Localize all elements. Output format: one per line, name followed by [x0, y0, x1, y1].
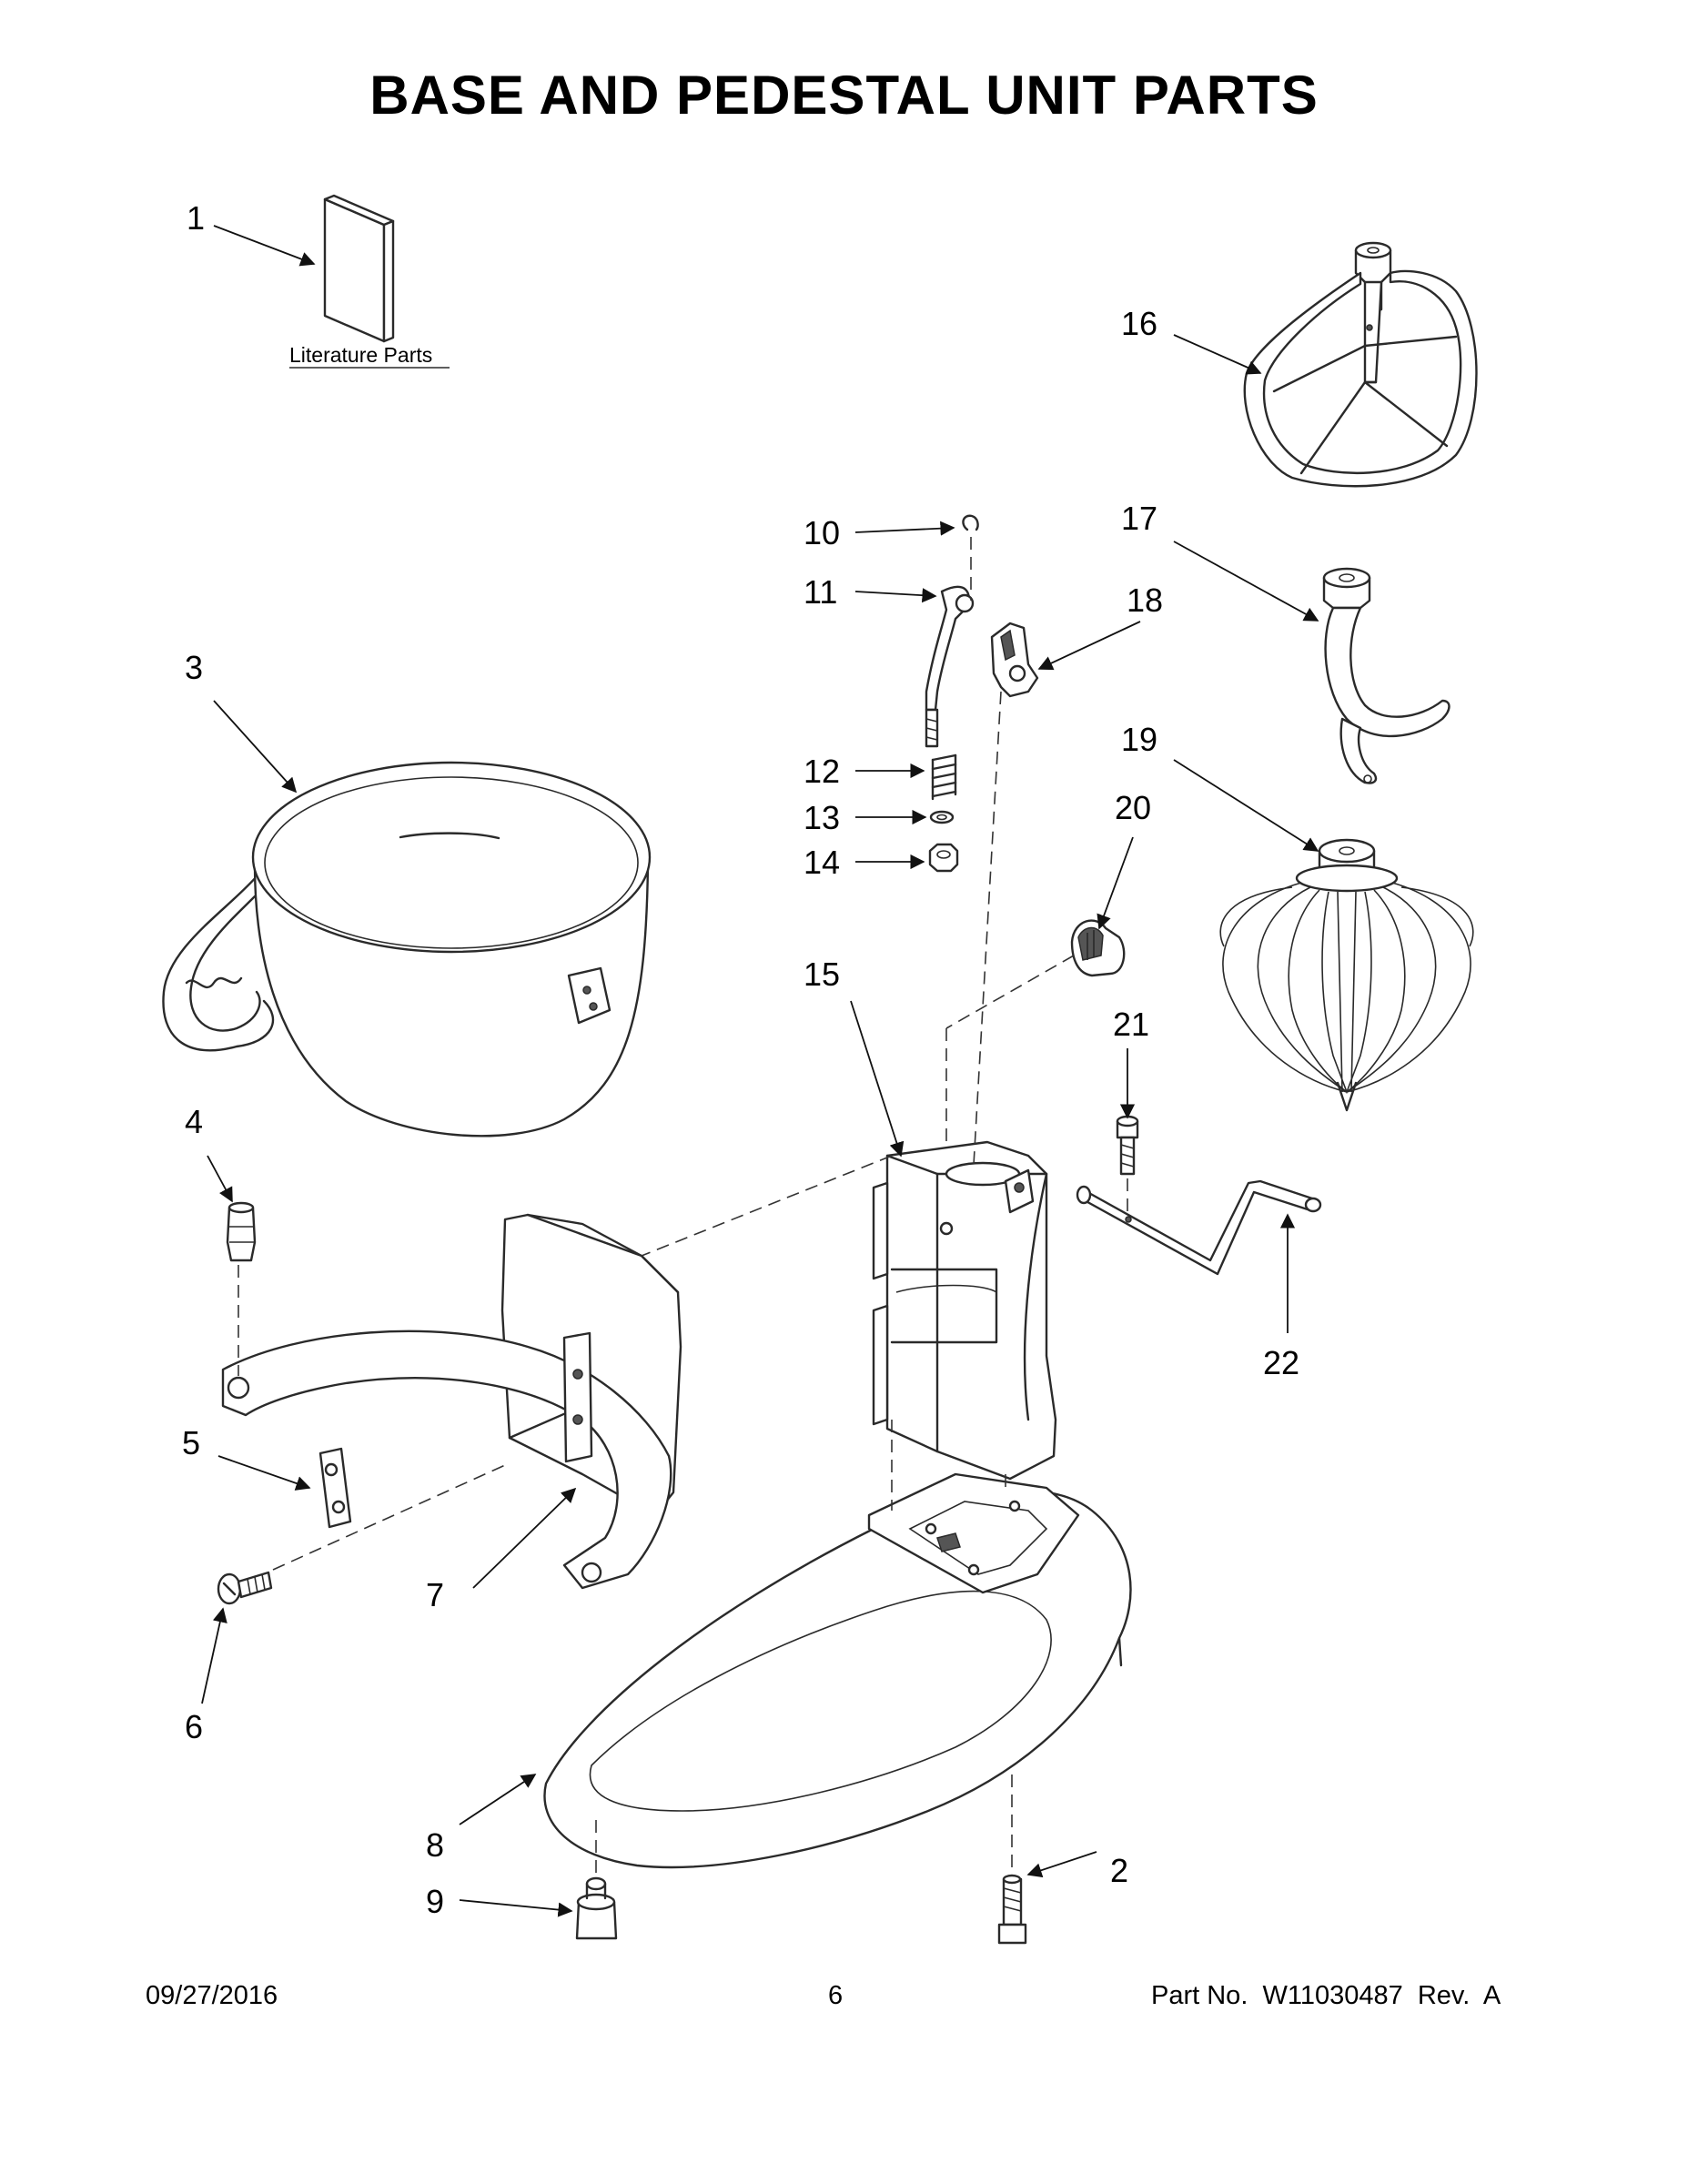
screw [217, 1571, 273, 1605]
callout-10: 10 [804, 514, 840, 551]
callout-4: 4 [185, 1103, 203, 1140]
spring [931, 753, 957, 801]
callout-8: 8 [426, 1826, 444, 1864]
assembly-lines [238, 537, 1128, 1875]
callout-12: 12 [804, 753, 840, 790]
pedestal [872, 1140, 1057, 1481]
wire-whip [1219, 838, 1474, 1112]
callout-13: 13 [804, 799, 840, 836]
knob [1070, 919, 1126, 977]
base [543, 1472, 1132, 1869]
screw-base [997, 1874, 1027, 1945]
footer-date: 09/27/2016 [146, 1981, 278, 2010]
footer-page-number: 6 [828, 1981, 844, 2010]
mixing-bowl [162, 761, 652, 1138]
callout-14: 14 [804, 844, 840, 881]
dough-hook [1322, 567, 1450, 784]
lift-rod [1076, 1179, 1322, 1276]
callout-17: 17 [1121, 500, 1157, 537]
callout-15: 15 [804, 956, 840, 993]
flat-beater [1243, 241, 1478, 488]
callout-5: 5 [182, 1424, 200, 1461]
leader-lines [201, 225, 1319, 1917]
callout-9: 9 [426, 1883, 444, 1920]
washer [929, 810, 955, 824]
callout-11: 11 [804, 573, 837, 611]
callout-6: 6 [185, 1708, 203, 1745]
nut [928, 843, 959, 873]
bracket-plate [318, 1447, 352, 1529]
callout-1: 1 [187, 199, 205, 237]
callout-3: 3 [185, 649, 203, 686]
literature-parts-label: Literature Parts [289, 343, 432, 367]
literature-parts [289, 194, 450, 369]
speed-lock [990, 622, 1039, 698]
callout-21: 21 [1113, 1006, 1149, 1043]
callout-20: 20 [1115, 789, 1151, 826]
callout-2: 2 [1110, 1852, 1128, 1889]
bowl-clamp [221, 1213, 682, 1590]
callout-7: 7 [426, 1576, 444, 1613]
footer-part-number: Part No. W11030487 Rev. A [1151, 1981, 1501, 2010]
callout-19: 19 [1121, 721, 1157, 758]
page-title: BASE AND PEDESTAL UNIT PARTS [369, 65, 1319, 126]
rubber-foot [575, 1876, 618, 1940]
callout-22: 22 [1263, 1344, 1299, 1381]
lever-assembly [925, 514, 979, 748]
callout-numbers: 1 3 4 5 6 7 8 9 10 11 12 13 14 15 16 17 … [182, 199, 1299, 1920]
pin [226, 1201, 257, 1262]
callout-18: 18 [1127, 581, 1163, 619]
callout-16: 16 [1121, 305, 1157, 342]
set-screw [1116, 1115, 1139, 1176]
